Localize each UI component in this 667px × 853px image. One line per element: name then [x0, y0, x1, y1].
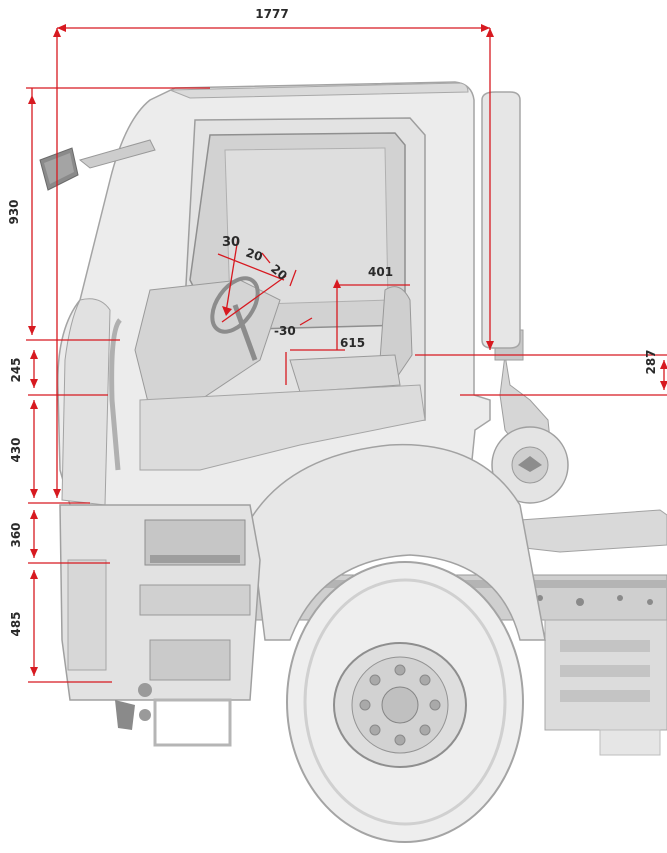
label-steering-tilt: -30: [274, 324, 296, 338]
label-step-upper: 245: [9, 357, 23, 382]
label-overall-length: 1777: [255, 7, 288, 21]
label-steering-adjust-a: 20: [244, 246, 264, 264]
cab-floor: [139, 384, 426, 471]
front-wheel: [286, 561, 524, 843]
label-cab-height: 930: [7, 199, 21, 224]
steering-tilt-line: [217, 253, 285, 281]
exhaust-pipe: [519, 509, 667, 553]
grab-handle: [109, 318, 123, 471]
side-mirror: [39, 139, 156, 191]
label-steering-angle: 30: [222, 235, 240, 250]
wheel-fender: [249, 443, 546, 641]
cab-roof: [169, 82, 469, 99]
dimension-lines: [26, 27, 667, 683]
air-intake: [491, 329, 569, 504]
side-deflector: [481, 91, 521, 349]
dimension-arrows: [28, 24, 667, 676]
label-seat-offset: 287: [644, 349, 658, 374]
truck-illustration: [39, 81, 667, 843]
entry-steps: [59, 504, 261, 747]
label-step-lower-2: 485: [9, 611, 23, 636]
label-seat-to-floor: 615: [340, 336, 365, 350]
steering-wheel: [210, 276, 260, 334]
label-pedal-to-seat: 401: [368, 265, 393, 279]
label-step-lower-1: 360: [9, 522, 23, 547]
dimension-labels: 1777 930 245 430 360 485 287 30 20 20 -3…: [7, 7, 658, 637]
driver-seat: [289, 286, 413, 393]
dashboard: [134, 276, 281, 411]
label-step-mid: 430: [9, 437, 23, 462]
